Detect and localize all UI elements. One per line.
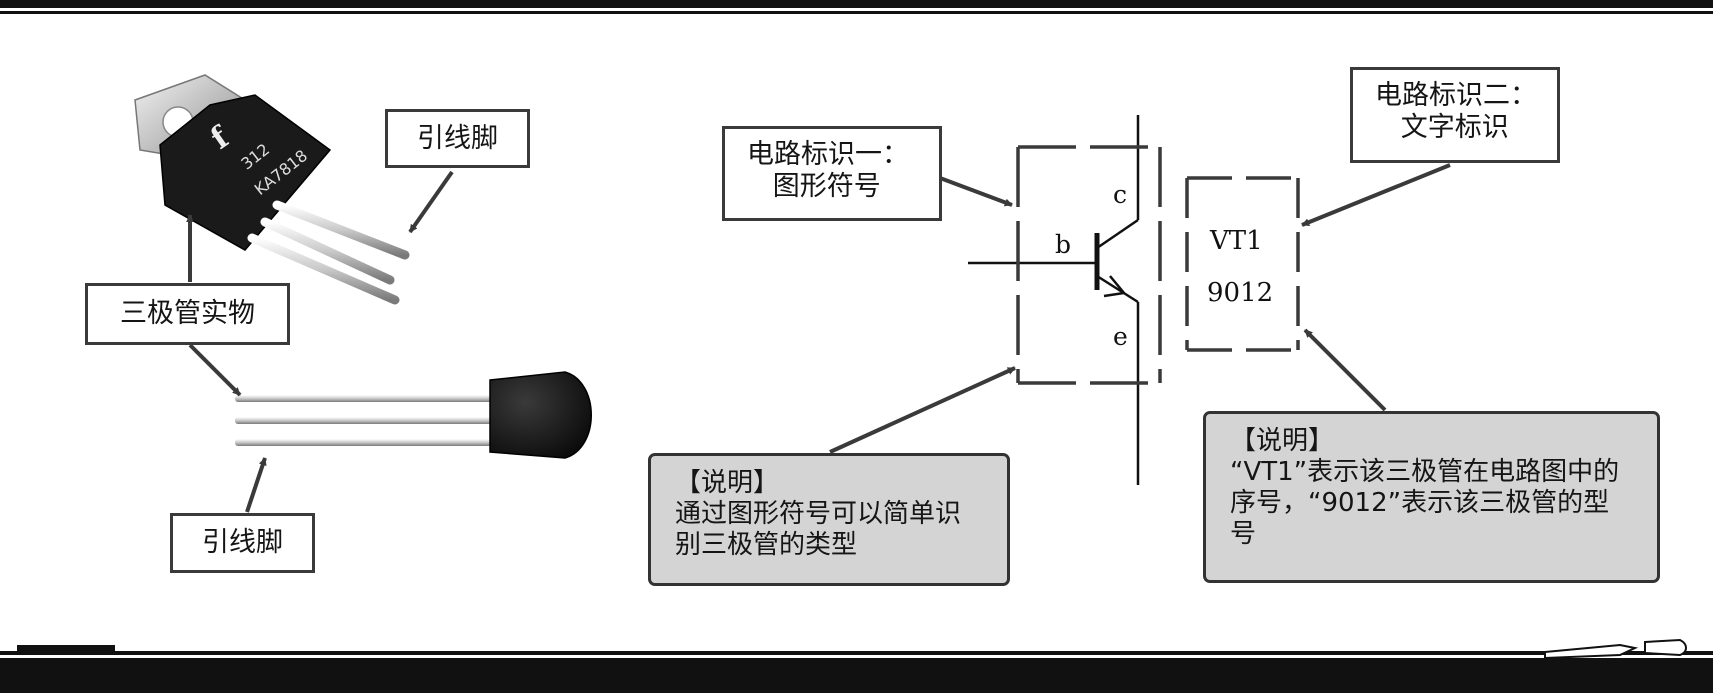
note-left-body: 通过图形符号可以简单识别三极管的类型: [675, 499, 962, 560]
note-left-heading: 【说明】: [675, 468, 780, 498]
note-right-heading: 【说明】: [1230, 426, 1335, 456]
arrow-from-left-note: [829, 366, 1016, 454]
arrow-to-to92: [188, 343, 242, 397]
pin-label-b: b: [1055, 230, 1072, 259]
pin-label-c: c: [1113, 180, 1128, 209]
to92-lead-2: [235, 417, 500, 424]
ref-designator-vt1: VT1: [1210, 226, 1263, 256]
symbol-dashed-box: [1016, 145, 1162, 385]
collector-diagonal: [1096, 218, 1139, 250]
to220-lead-1: [272, 200, 410, 260]
to92-lead-1: [235, 395, 500, 402]
note-right-body: “VT1”表示该三极管在电路图中的序号，“9012”表示该三极管的型号: [1230, 457, 1620, 549]
note-left: 【说明】 通过图形符号可以简单识别三极管的类型: [648, 453, 1010, 586]
pin-label-e: e: [1113, 322, 1128, 351]
label-lead-pins-top: 引线脚: [385, 109, 530, 168]
arrow-from-right-note: [1303, 328, 1387, 412]
to92-transistor-photo: [235, 371, 592, 459]
emitter-diagonal: [1096, 274, 1139, 304]
label-text-identifier: 电路标识二： 文字标识: [1350, 67, 1560, 163]
top-border-bar: [0, 0, 1713, 8]
to220-body: [159, 94, 332, 251]
arrow-to-bottom-pins: [245, 457, 267, 513]
label-lead-pins-bottom: 引线脚: [170, 513, 315, 573]
to220-transistor-photo: f: [134, 74, 410, 305]
note-right: 【说明】 “VT1”表示该三极管在电路图中的序号，“9012”表示该三极管的型号: [1203, 411, 1660, 583]
to92-lead-3: [235, 439, 500, 446]
bottom-border-thin: [0, 651, 1713, 655]
top-border-thin: [0, 11, 1713, 14]
bottom-left-dash: [17, 645, 115, 652]
part-model-9012: 9012: [1207, 278, 1274, 308]
emitter-arrowhead: [1103, 275, 1127, 298]
to92-body: [489, 371, 592, 459]
label-transistor-physical: 三极管实物: [85, 283, 290, 345]
pencil-icon: [1544, 638, 1687, 660]
transistor-symbol: [968, 115, 1140, 485]
bottom-border-bar: [0, 658, 1713, 693]
to220-lead-2: [260, 217, 395, 285]
text-id-dashed-box: [1185, 176, 1300, 352]
arrow-to-top-pins: [408, 170, 454, 234]
arrow-to-symbol-box: [939, 176, 1013, 207]
to220-lead-3: [247, 233, 400, 305]
label-graphic-symbol: 电路标识一： 图形符号: [722, 126, 942, 221]
arrow-to-text-box: [1301, 163, 1451, 227]
